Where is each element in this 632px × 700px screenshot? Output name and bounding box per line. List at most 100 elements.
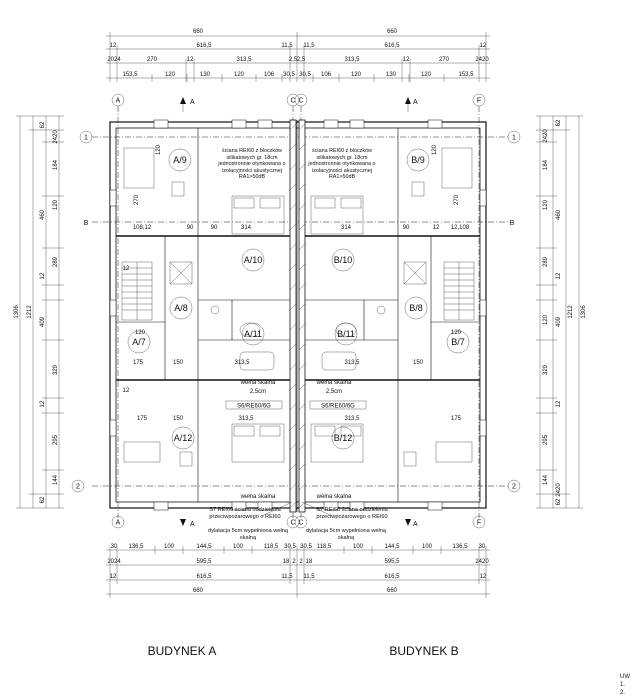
- bottom-note-a: S7 REI60 ściana oddzielenia przeciwpożar…: [208, 507, 288, 541]
- dim-top-4: 120: [234, 72, 245, 78]
- dim-right-inner: 289: [543, 256, 549, 267]
- svg-text:660: 660: [193, 588, 204, 594]
- dim-top-2: 12: [110, 43, 117, 49]
- right-dimensions: 1306 1212 62 2420 184 460 120 289 12 409…: [536, 115, 587, 509]
- dim-left-inner: 289: [53, 256, 59, 267]
- svg-text:660: 660: [387, 588, 398, 594]
- svg-text:F: F: [477, 98, 481, 105]
- dim-left-mid: 1212: [27, 305, 33, 319]
- dim-top-4: 120: [421, 72, 432, 78]
- dim-right-inner: 460: [556, 209, 562, 220]
- dim-top-3: 2,5: [289, 57, 298, 63]
- svg-text:C: C: [298, 98, 303, 105]
- corner-note: UW: [620, 674, 630, 680]
- svg-text:C: C: [298, 520, 303, 527]
- svg-text:100: 100: [233, 544, 244, 550]
- dim-right-inner: 12: [556, 400, 562, 407]
- dim-left-inner: 329: [53, 364, 59, 375]
- row-axis-label: 1: [512, 135, 516, 142]
- dim-top-3: 270: [147, 57, 158, 63]
- svg-text:12: 12: [123, 266, 130, 272]
- dim-top-4: 120: [351, 72, 362, 78]
- svg-text:120: 120: [156, 144, 162, 155]
- svg-text:616,5: 616,5: [384, 574, 400, 580]
- wall-note-a: ściana REI60 z bloczków silikatowych gr.…: [218, 148, 286, 181]
- dim-top-4: 120: [165, 72, 176, 78]
- dim-top-2: 11,5: [303, 43, 315, 49]
- dim-right-inner: 329: [543, 364, 549, 375]
- dim-top-3: 313,5: [344, 57, 360, 63]
- beam-label-b: S6/RE60/6G: [321, 404, 355, 410]
- dim-left-inner: 184: [53, 159, 59, 170]
- bottom-note-b: S7 REI60 ściana oddzielenia przeciwpożar…: [306, 507, 388, 541]
- svg-text:18: 18: [306, 559, 313, 565]
- svg-text:A: A: [413, 99, 418, 106]
- svg-text:12: 12: [480, 574, 487, 580]
- svg-text:30,5: 30,5: [284, 544, 296, 550]
- section-marker-a: A A A A: [180, 97, 418, 528]
- dim-right-mid: 1212: [568, 305, 574, 319]
- dim-left-outer: 1306: [14, 305, 20, 319]
- room-label: A/12: [174, 433, 193, 443]
- building-a-title: BUDYNEK A: [148, 644, 217, 658]
- section-label-b: B: [84, 220, 89, 227]
- svg-text:A: A: [190, 521, 195, 528]
- svg-text:2420: 2420: [475, 559, 489, 565]
- row-axis-label: 2: [512, 484, 516, 491]
- dim-top-1a: 660: [193, 29, 204, 35]
- svg-text:11,5: 11,5: [303, 574, 315, 580]
- axis-marker: F F: [472, 93, 486, 529]
- note-wool-thickness: 2,5cm: [326, 389, 342, 395]
- svg-text:616,5: 616,5: [196, 574, 212, 580]
- svg-text:270: 270: [454, 194, 460, 205]
- svg-text:30,5: 30,5: [300, 544, 312, 550]
- note-text: ściana REI60 z bloczków silikatowych gr.…: [218, 148, 286, 181]
- dim-top-2: 616,5: [384, 43, 400, 49]
- room-label: B/12: [334, 433, 353, 443]
- dim-top-3: 2024: [107, 57, 121, 63]
- note-wool-thickness: 2,5cm: [250, 389, 266, 395]
- svg-text:108,12: 108,12: [133, 225, 152, 231]
- dim-top-4: 30,5: [283, 72, 295, 78]
- svg-text:12: 12: [123, 388, 130, 394]
- svg-text:150: 150: [173, 416, 184, 422]
- dim-top-1b: 660: [387, 29, 398, 35]
- axis-marker: A A: [111, 93, 125, 529]
- svg-text:595,5: 595,5: [384, 559, 400, 565]
- svg-text:175: 175: [137, 416, 148, 422]
- row-axis-label: 1: [84, 135, 88, 142]
- dim-right-inner: 62: [556, 119, 562, 126]
- note-wool: wełna skalna: [316, 380, 352, 386]
- row-axis-label: 2: [76, 484, 80, 491]
- dim-top-4: 130: [200, 72, 211, 78]
- note-text: ściana REI60 z bloczków silikatowych gr.…: [308, 148, 376, 181]
- dim-top-3: 12: [403, 57, 410, 63]
- dim-top-4: 153,5: [122, 72, 138, 78]
- wall-note-b: ściana REI60 z bloczków silikatowych gr.…: [308, 148, 376, 181]
- svg-text:144,5: 144,5: [384, 544, 400, 550]
- svg-text:270: 270: [134, 194, 140, 205]
- svg-text:30: 30: [479, 544, 486, 550]
- svg-text:175: 175: [133, 360, 144, 366]
- dim-right-inner: 120: [543, 314, 549, 325]
- dim-top-3: 2420: [475, 57, 489, 63]
- left-dimensions: 1306 1212 62 2420 184 460 120 289 12 409…: [14, 115, 64, 509]
- svg-text:314: 314: [241, 225, 252, 231]
- section-label-b: B: [510, 220, 515, 227]
- dim-left-inner: 460: [40, 209, 46, 220]
- svg-text:12,108: 12,108: [451, 225, 470, 231]
- svg-text:11,5: 11,5: [281, 574, 293, 580]
- corner-note: 1.: [620, 682, 625, 688]
- svg-text:A: A: [116, 520, 121, 527]
- room-label: A/8: [174, 303, 188, 313]
- dim-right-inner: 184: [543, 159, 549, 170]
- dim-top-3: 2,5: [297, 57, 306, 63]
- dim-top-2: 616,5: [196, 43, 212, 49]
- dim-top-4: 153,5: [458, 72, 474, 78]
- room-label: B/7: [451, 337, 465, 347]
- svg-text:120: 120: [432, 144, 438, 155]
- svg-text:313,5: 313,5: [344, 416, 360, 422]
- svg-text:100: 100: [353, 544, 364, 550]
- corner-note: 2.: [620, 690, 625, 696]
